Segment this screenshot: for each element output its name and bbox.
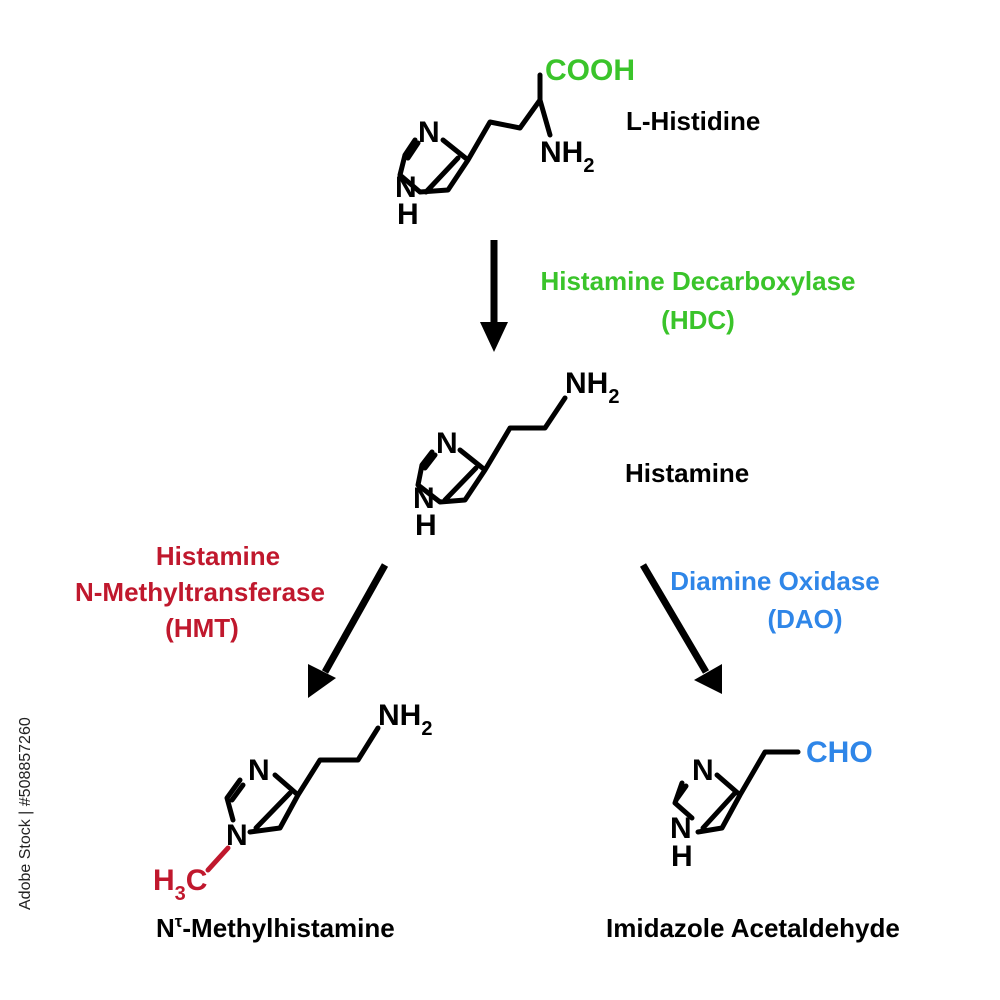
methylhistamine-structure: N N H3C NH2	[153, 699, 432, 905]
acetaldehyde-ring-bonds	[672, 749, 801, 835]
hdc-enzyme-name: Histamine Decarboxylase	[540, 266, 855, 296]
histidine-n-atom-2: N	[395, 171, 417, 204]
histidine-nh2-subscript: 2	[583, 155, 594, 177]
acetaldehyde-n-atom: N	[692, 754, 714, 787]
histidine-n-atom: N	[418, 116, 440, 149]
acetaldehyde-nh-hydrogen: H	[671, 840, 693, 873]
acetaldehyde-structure: N N H CHO	[670, 736, 873, 873]
acetaldehyde-cho-group: CHO	[806, 736, 873, 769]
l-histidine-structure: N N H COOH NH2	[395, 54, 635, 231]
acetaldehyde-label: Imidazole Acetaldehyde	[606, 913, 900, 943]
dao-enzyme-name: Diamine Oxidase	[670, 566, 880, 596]
acetaldehyde-n-atom-2: N	[670, 812, 692, 845]
methylhistamine-label: Nτ-Methylhistamine	[156, 912, 395, 943]
methyl-bond	[205, 845, 231, 873]
l-histidine-label: L-Histidine	[626, 106, 760, 136]
arrow-dao	[639, 563, 722, 694]
histidine-nh-text: NH	[540, 136, 583, 169]
methylhistamine-n-atom-2: N	[226, 819, 248, 852]
arrow-dao-head	[694, 664, 722, 694]
hmt-enzyme-name-line1: Histamine	[156, 541, 280, 571]
arrow-hmt-shaft	[321, 563, 389, 674]
histidine-ring-bonds	[397, 72, 553, 195]
arrow-hdc	[480, 240, 508, 352]
arrow-dao-shaft	[639, 563, 710, 674]
histidine-nh2-group: NH2	[540, 136, 594, 177]
histamine-n-atom: N	[436, 427, 458, 460]
hmt-enzyme-name-line2: N-Methyltransferase	[75, 577, 325, 607]
histamine-nh2-subscript: 2	[608, 386, 619, 408]
histidine-nh-hydrogen: H	[397, 198, 419, 231]
methylhistamine-nh2-group: NH2	[378, 699, 432, 740]
hdc-enzyme-abbrev: (HDC)	[661, 305, 735, 335]
methyl-c-text: C	[186, 864, 208, 897]
histamine-label: Histamine	[625, 458, 749, 488]
methyl-group: H3C	[153, 864, 207, 905]
dao-enzyme-abbrev: (DAO)	[767, 604, 842, 634]
hmt-enzyme-abbrev: (HMT)	[165, 613, 239, 643]
histamine-n-atom-2: N	[413, 482, 435, 515]
histidine-cooh-group: COOH	[545, 54, 635, 87]
arrow-hdc-head	[480, 322, 508, 352]
methylhistamine-label-rest: -Methylhistamine	[182, 913, 394, 943]
methylhistamine-n-atom: N	[248, 754, 270, 787]
histamine-ring-bonds	[415, 395, 568, 505]
stock-watermark-id: Adobe Stock | #508857260	[17, 717, 34, 910]
methylhistamine-nh2-subscript: 2	[421, 718, 432, 740]
methyl-h-text: H	[153, 864, 175, 897]
methylhistamine-ring-bonds	[224, 725, 381, 835]
histamine-structure: N N H NH2	[413, 367, 619, 542]
methylhistamine-nh-text: NH	[378, 699, 421, 732]
arrow-hmt	[308, 563, 389, 698]
methyl-subscript: 3	[175, 883, 186, 905]
histamine-nh-hydrogen: H	[415, 509, 437, 542]
methylhistamine-label-superscript: τ	[175, 912, 183, 931]
arrow-hmt-head	[308, 664, 336, 698]
methylhistamine-label-prefix: N	[156, 913, 175, 943]
histamine-nh-text: NH	[565, 367, 608, 400]
histamine-nh2-group: NH2	[565, 367, 619, 408]
